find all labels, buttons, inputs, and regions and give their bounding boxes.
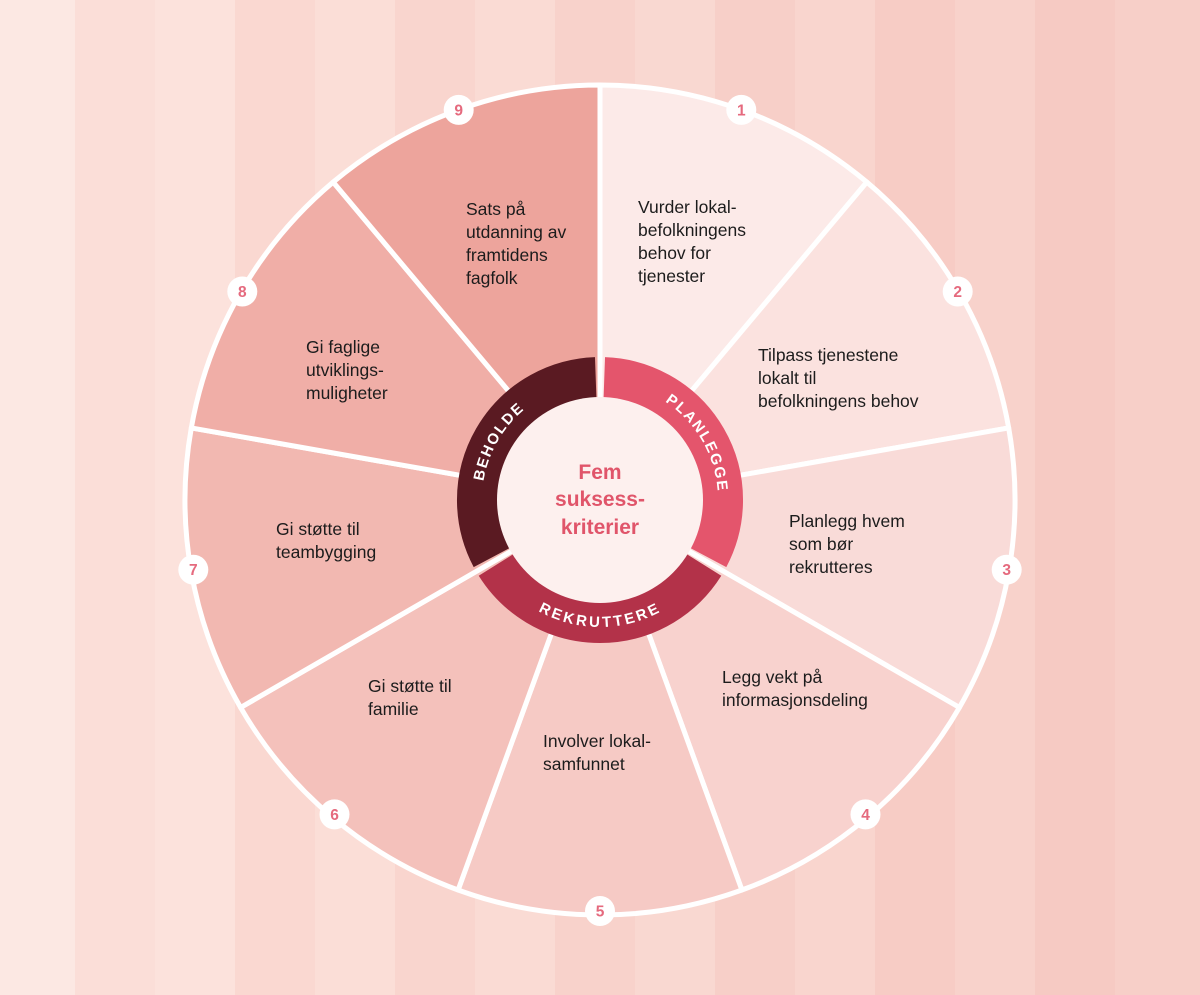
segment-label-2: Tilpass tjenestene lokalt til befolkning…: [758, 345, 919, 412]
segment-number-badge-2: [942, 276, 973, 307]
segment-label-8: Gi faglige utviklings- muligheter: [306, 337, 388, 404]
segment-number-badge-1: [726, 94, 757, 125]
segment-number-8: 8: [238, 284, 247, 301]
ring-arc-planlegge: [603, 357, 743, 568]
segment-number-2: 2: [953, 284, 962, 301]
center-label: Fem suksess- kriterier: [555, 461, 645, 539]
segment-number-badge-5: [585, 896, 615, 926]
segment-label-4: Legg vekt på informasjonsdeling: [722, 667, 868, 711]
segment-number-badge-8: [227, 276, 258, 307]
segment-number-5: 5: [596, 904, 605, 921]
segment-number-badge-3: [991, 554, 1022, 585]
segment-number-1: 1: [737, 102, 746, 119]
segment-number-badge-6: [319, 799, 350, 830]
segment-label-5: Involver lokal- samfunnet: [543, 731, 651, 775]
segment-label-1: Vurder lokal- befolkningens behov for tj…: [638, 197, 746, 287]
center-circle: [497, 397, 703, 603]
segment-number-badge-4: [850, 799, 881, 830]
segment-label-7: Gi støtte til teambygging: [276, 519, 377, 563]
segment-label-6: Gi støtte til familie: [368, 676, 452, 720]
segment-number-6: 6: [330, 807, 339, 824]
segment-number-7: 7: [189, 562, 198, 579]
segment-number-4: 4: [861, 807, 870, 824]
segment-label-9: Sats på utdanning av framtidens fagfolk: [466, 199, 567, 289]
segment-number-3: 3: [1002, 562, 1011, 579]
segment-number-9: 9: [454, 102, 463, 119]
segment-label-3: Planlegg hvem som bør rekrutteres: [789, 511, 905, 578]
segment-number-badge-7: [178, 554, 209, 585]
ring-arc-rekruttere: [478, 553, 722, 643]
ring-arc-beholde: [457, 357, 597, 568]
segment-number-badge-9: [443, 94, 474, 125]
